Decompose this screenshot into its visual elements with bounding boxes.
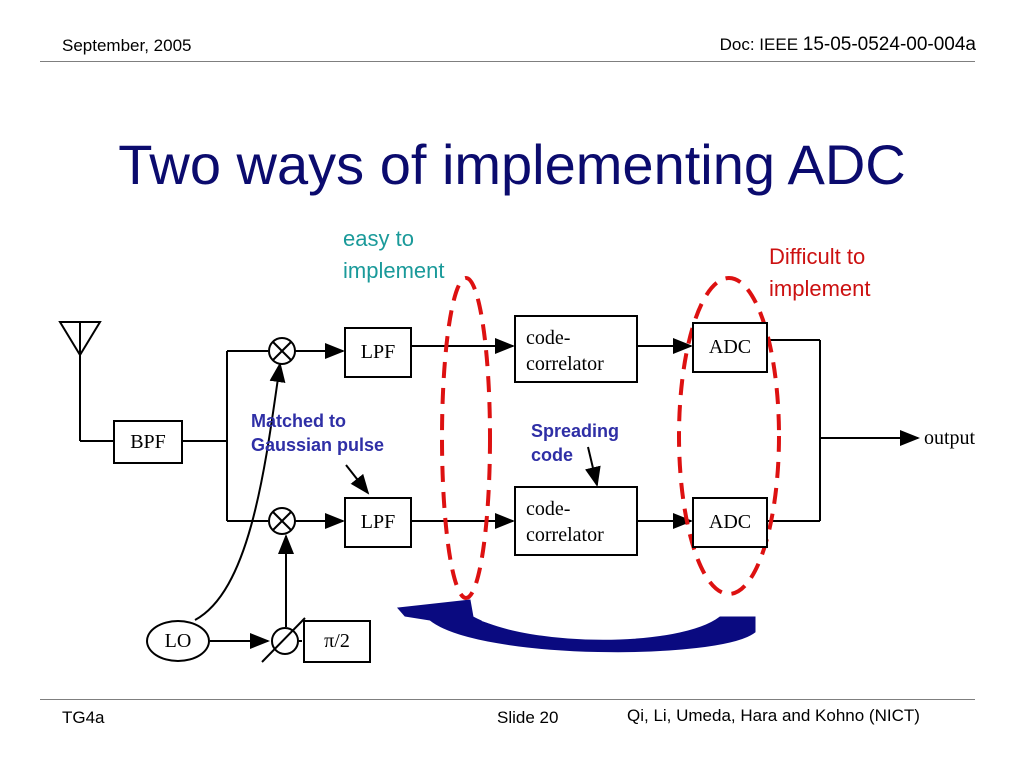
correlator-bottom-block: code-correlator — [514, 486, 638, 556]
adc-top-block: ADC — [692, 322, 768, 373]
signal-paths — [183, 338, 920, 649]
difficult-note: Difficult to implement — [769, 241, 870, 305]
footer-rule — [40, 699, 975, 700]
output-label: output — [924, 427, 976, 449]
footer-slide-number: Slide 20 — [497, 708, 559, 727]
easy-note: easy to implement — [343, 223, 444, 287]
header-doc: Doc: IEEE 15-05-0524-00-004a — [720, 34, 976, 56]
lo-oscillator: LO — [146, 620, 210, 662]
page-title: Two ways of implementing ADC — [118, 133, 906, 196]
lpf-bottom-block: LPF — [344, 497, 412, 548]
matched-note-line1: Matched to — [251, 411, 347, 431]
header-rule — [40, 61, 975, 62]
mixer-bottom-icon — [268, 507, 296, 535]
header-doc-number: 15-05-0524-00-004a — [802, 34, 976, 55]
phase-shift-block: π/2 — [303, 620, 371, 663]
difficult-highlight-ellipse — [677, 276, 781, 596]
mixer-top-icon — [268, 337, 296, 365]
matched-note-line2: Gaussian pulse — [251, 435, 385, 455]
correlator-top-block: code-correlator — [514, 315, 638, 383]
spreading-note: Spreading code — [531, 419, 619, 467]
easy-note-line2: implement — [343, 258, 445, 283]
difficult-note-line1: Difficult to — [769, 244, 866, 269]
header-date: September, 2005 — [62, 36, 192, 55]
correlator-bottom-line1: code- — [526, 498, 571, 520]
easy-highlight-ellipse — [440, 276, 492, 600]
difficult-note-line2: implement — [769, 276, 871, 301]
correlator-top-line2: correlator — [526, 353, 604, 375]
antenna-icon — [58, 321, 113, 442]
header-doc-prefix: Doc: IEEE — [719, 35, 803, 54]
shift-arrow-icon — [396, 599, 756, 653]
bpf-block: BPF — [113, 420, 183, 464]
footer-group: TG4a — [62, 708, 105, 727]
easy-note-line1: easy to — [343, 226, 414, 251]
footer-authors: Qi, Li, Umeda, Hara and Kohno (NICT) — [627, 706, 920, 725]
spreading-note-line2: code — [531, 445, 574, 465]
lpf-top-block: LPF — [344, 327, 412, 378]
correlator-top-line1: code- — [526, 327, 571, 349]
matched-note: Matched to Gaussian pulse — [251, 409, 384, 457]
spreading-note-line1: Spreading — [531, 421, 620, 441]
adc-bottom-block: ADC — [692, 497, 768, 548]
correlator-bottom-line2: correlator — [526, 524, 604, 546]
phase-shifter-icon — [261, 617, 306, 663]
